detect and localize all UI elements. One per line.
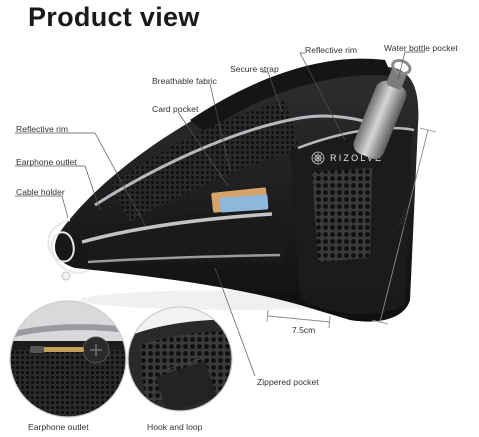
callout-zippered-pocket: Zippered pocket: [257, 377, 319, 387]
height-dimension: [371, 127, 437, 325]
water-bottle: [353, 58, 412, 159]
reflective-rim-top: [94, 114, 386, 207]
detail-earphone-outlet: [9, 300, 127, 418]
width-label: 7.5cm: [292, 325, 315, 335]
earbud: [61, 271, 71, 281]
reflective-rim-zipper: [81, 212, 273, 244]
callout-card-pocket: Card pocket: [152, 104, 199, 114]
detail-hook-and-loop: [127, 306, 233, 412]
callout-reflective-rim-top: Reflective rim: [305, 45, 358, 55]
callout-reflective-rim-left: Reflective rim: [16, 124, 69, 134]
callout-secure-strap: Secure strap: [230, 64, 279, 74]
brand-text: RIZOLVE: [330, 153, 383, 163]
leader-lines: [15, 51, 425, 377]
caption-hook-and-loop: Hook and loop: [147, 422, 203, 432]
reflective-rim-bottom: [87, 253, 281, 264]
card-2: [219, 194, 269, 213]
bag-shadow: [80, 290, 400, 310]
callout-breathable-fabric: Breathable fabric: [152, 76, 217, 86]
page-title: Product view: [28, 2, 200, 32]
callout-earphone-outlet: Earphone outlet: [16, 157, 77, 167]
earphone-cable: [47, 219, 89, 274]
front-pocket: [85, 205, 285, 265]
callout-cable-holder: Cable holder: [16, 187, 65, 197]
width-dimension: [266, 309, 331, 329]
secure-strap: [190, 58, 392, 132]
callout-water-bottle-pocket: Water bottle pocket: [384, 43, 458, 53]
waist-bag: RIZOLVE: [47, 58, 419, 322]
bottle-pocket-mesh: [312, 168, 372, 262]
brand-logo-icon: [311, 151, 325, 165]
height-label: 20cm: [396, 206, 411, 229]
caption-earphone-outlet: Earphone outlet: [28, 422, 89, 432]
